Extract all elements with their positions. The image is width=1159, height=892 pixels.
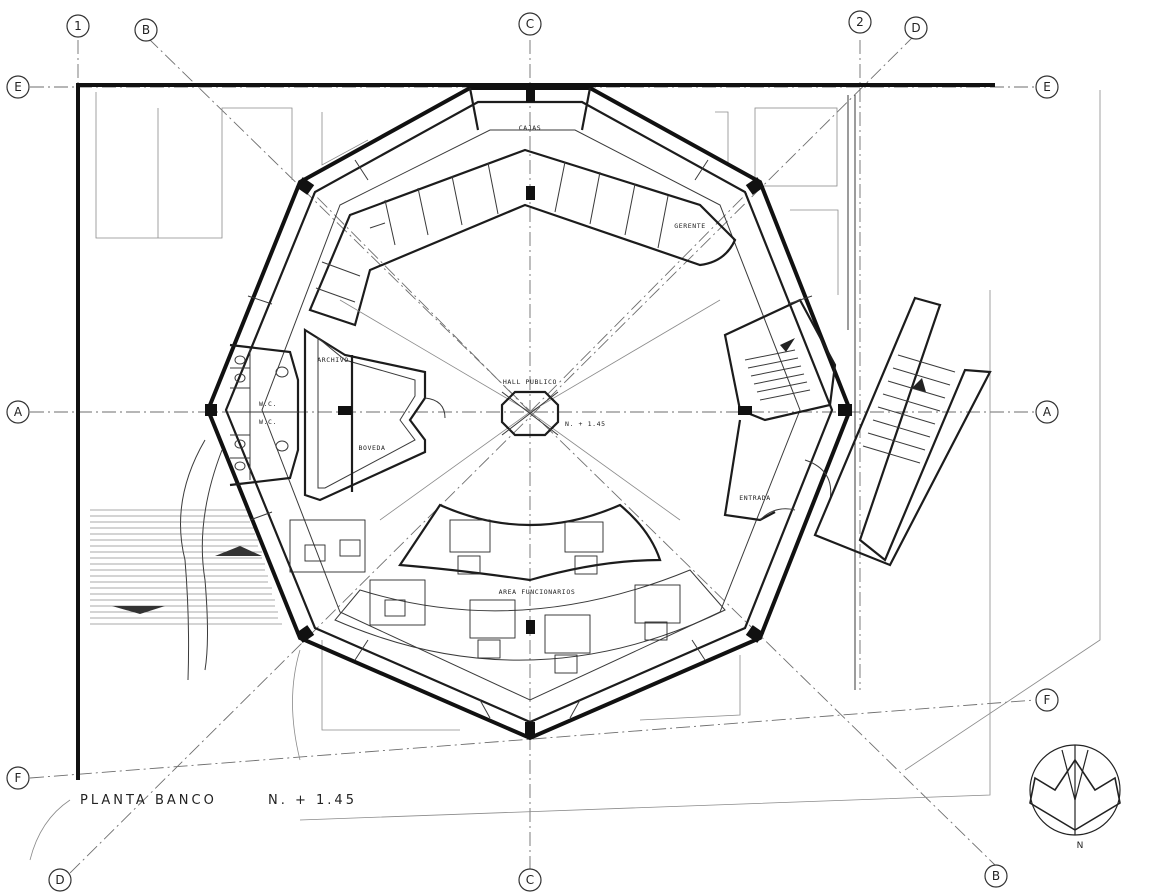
grid-bubble-left-f: F — [6, 766, 30, 790]
grid-label-1: 1 — [74, 19, 82, 33]
grid-label-c-bottom: C — [526, 873, 534, 887]
teller-counter — [308, 148, 737, 327]
grid-bubble-bottom-b: B — [984, 864, 1008, 888]
grid-bubble-top-c: C — [518, 12, 542, 36]
room-label-hall: HALL PUBLICO — [503, 378, 557, 386]
room-label-cajas: CAJAS — [519, 124, 542, 132]
north-arrow-label: N — [1077, 841, 1084, 851]
grid-bubble-bottom-c: C — [518, 868, 542, 892]
grid-bubble-right-e: E — [1035, 75, 1059, 99]
grid-label-b: B — [142, 23, 150, 37]
grid-label-a-left: A — [14, 405, 23, 419]
room-label-wc-1: W.C. — [259, 400, 277, 408]
grid-label-e-right: E — [1043, 80, 1051, 94]
grid-label-b-bottom: B — [992, 869, 1000, 883]
facade-mullions — [247, 87, 813, 719]
grid-label-c: C — [526, 17, 534, 31]
central-hall — [339, 299, 721, 521]
room-label-gerente: GERENTE — [674, 222, 706, 230]
grid-label-e-left: E — [14, 80, 22, 94]
grid-bubble-top-2: 2 — [848, 10, 872, 34]
grid-bubble-top-d: D — [904, 16, 928, 40]
grid-label-a-right: A — [1043, 405, 1052, 419]
restrooms — [229, 343, 300, 487]
staff-area — [289, 503, 726, 674]
entry-ramp-hatch — [90, 509, 282, 625]
room-label-archivo: ARCHIVO — [317, 356, 349, 364]
north-arrow: N — [1029, 744, 1121, 851]
room-label-entrada: ENTRADA — [739, 494, 771, 502]
grid-lines — [29, 34, 1036, 880]
drawing-level: N. + 1.45 — [268, 793, 357, 808]
room-label-area-funcionarios: AREA FUNCIONARIOS — [499, 588, 576, 596]
room-label-wc-2: W.C. — [259, 418, 277, 426]
grid-label-f-left: F — [15, 771, 22, 785]
grid-label-f-right: F — [1044, 693, 1051, 707]
grid-label-2: 2 — [856, 15, 864, 29]
hall-level-label: N. + 1.45 — [565, 420, 606, 428]
grid-bubble-right-f: F — [1035, 688, 1059, 712]
octagon-building — [205, 86, 853, 741]
grid-bubble-top-b: B — [134, 18, 158, 42]
vault-area — [303, 328, 446, 502]
room-label-boveda: BOVEDA — [358, 444, 385, 452]
grid-bubble-bottom-d: D — [48, 868, 72, 892]
drawing-title: PLANTA BANCO — [80, 793, 217, 808]
grid-bubble-left-e: E — [6, 75, 30, 99]
exterior-stair — [813, 296, 992, 567]
grid-label-d-bottom: D — [55, 873, 64, 887]
site-boundary — [29, 83, 1101, 861]
columns — [205, 88, 852, 736]
grid-label-d: D — [911, 21, 920, 35]
grid-bubble-top-1: 1 — [66, 14, 90, 38]
grid-bubble-right-a: A — [1035, 400, 1059, 424]
grid-bubble-left-a: A — [6, 400, 30, 424]
